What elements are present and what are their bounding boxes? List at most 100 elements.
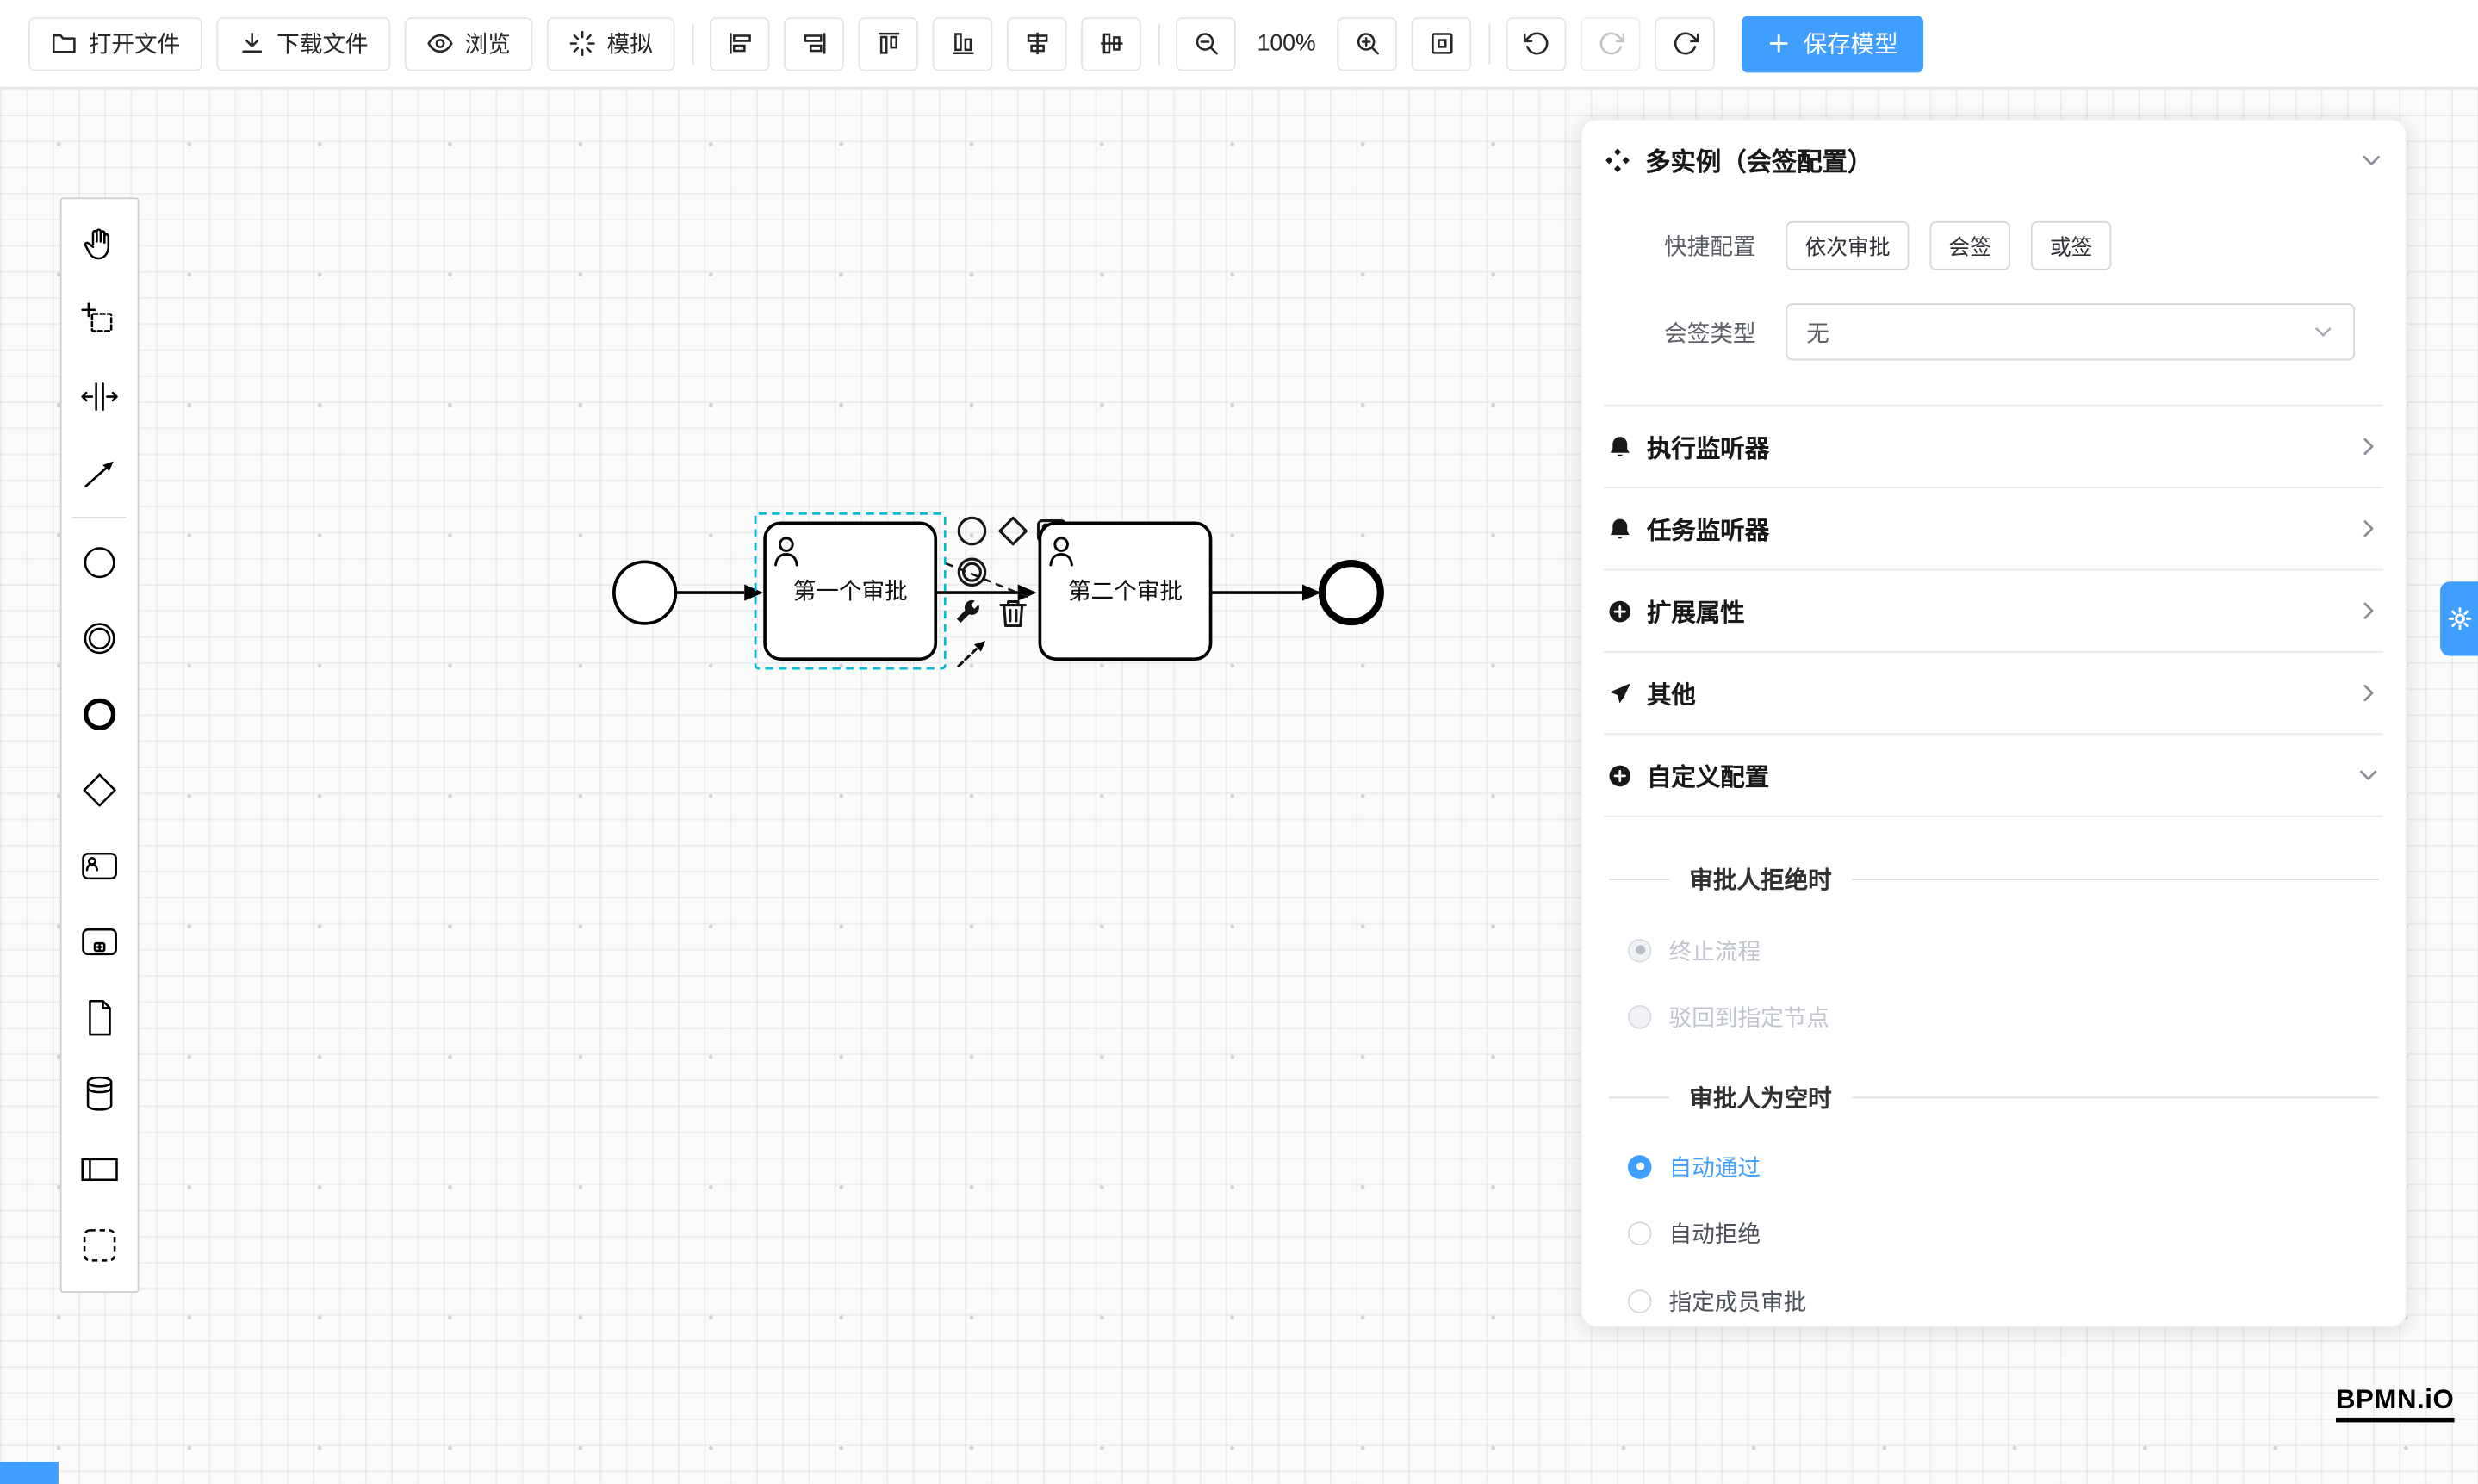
- loader-icon: [569, 30, 595, 56]
- radio-dot: [1627, 1154, 1652, 1178]
- align-left-button[interactable]: [709, 16, 770, 71]
- change-type-button[interactable]: [956, 599, 979, 624]
- save-model-button[interactable]: 保存模型: [1742, 15, 1924, 72]
- delete-button[interactable]: [999, 599, 1027, 627]
- user-icon: [1049, 537, 1073, 567]
- align-right-icon: [803, 33, 825, 54]
- user-task-icon: [82, 852, 117, 880]
- start-event-icon: [84, 547, 115, 579]
- palette-global-connect-tool[interactable]: [65, 435, 134, 511]
- section-execution-listener[interactable]: 执行监听器: [1604, 407, 2384, 488]
- palette-group[interactable]: [65, 1208, 134, 1283]
- section-title: 任务监听器: [1646, 517, 1770, 545]
- palette-space-tool[interactable]: [65, 359, 134, 435]
- divider-label: 审批人拒绝时: [1689, 866, 1832, 894]
- section-task-listener[interactable]: 任务监听器: [1604, 488, 2384, 571]
- append-intermediate-event-button[interactable]: [957, 557, 987, 587]
- open-file-button[interactable]: 打开文件: [28, 16, 202, 71]
- undo-button[interactable]: [1506, 16, 1567, 71]
- radio-assign-member[interactable]: 指定成员审批: [1604, 1283, 2383, 1318]
- bottom-drawer-handle[interactable]: [0, 1462, 59, 1484]
- palette-data-object[interactable]: [65, 980, 134, 1056]
- intermediate-event-icon: [84, 623, 115, 655]
- align-bottom-button[interactable]: [932, 16, 993, 71]
- user-task-second-approval[interactable]: 第二个审批: [1038, 521, 1213, 661]
- chevron-down-icon: [2357, 763, 2381, 787]
- end-event-icon: [83, 698, 116, 730]
- palette-start-event[interactable]: [65, 525, 134, 600]
- radio-rollback-to-node[interactable]: 驳回到指定节点: [1604, 999, 2383, 1034]
- countersign-button[interactable]: 会签: [1929, 220, 2010, 270]
- refresh-button[interactable]: [1655, 16, 1715, 71]
- download-file-label: 下载文件: [276, 33, 369, 59]
- palette-end-event[interactable]: [65, 676, 134, 752]
- palette-gateway[interactable]: [65, 752, 134, 828]
- sign-type-select[interactable]: 无: [1786, 303, 2356, 361]
- simulate-button[interactable]: 模拟: [546, 16, 675, 71]
- panel-sections: 执行监听器 任务监听器 扩展属性 其他 自定义配置: [1604, 404, 2384, 817]
- user-task-first-approval[interactable]: 第一个审批: [763, 521, 938, 661]
- user-icon: [774, 537, 798, 567]
- radio-terminate-process[interactable]: 终止流程: [1604, 933, 2383, 967]
- subprocess-icon: [82, 928, 117, 956]
- align-right-button[interactable]: [784, 16, 844, 71]
- align-center-horizontal-button[interactable]: [1006, 16, 1067, 71]
- sequence-flow-3[interactable]: [1210, 584, 1321, 601]
- align-bottom-icon: [952, 33, 973, 55]
- hand-icon: [84, 228, 110, 260]
- palette-lasso-tool[interactable]: [65, 283, 134, 358]
- save-model-label: 保存模型: [1803, 31, 1898, 59]
- radio-dot: [1627, 938, 1652, 962]
- section-custom-config[interactable]: 自定义配置: [1604, 735, 2384, 817]
- palette-pool[interactable]: [65, 1132, 134, 1208]
- zoom-out-button[interactable]: [1176, 16, 1236, 71]
- radio-label: 自动拒绝: [1668, 1222, 1761, 1248]
- palette-hand-tool[interactable]: [65, 207, 134, 283]
- open-file-label: 打开文件: [88, 33, 181, 59]
- top-toolbar: 打开文件 下载文件 浏览 模拟: [0, 0, 2478, 89]
- redo-button[interactable]: [1580, 16, 1641, 71]
- section-title: 其他: [1646, 681, 1696, 709]
- fit-viewport-button[interactable]: [1411, 16, 1472, 71]
- sequence-flow-2[interactable]: [935, 584, 1037, 601]
- section-extension-properties[interactable]: 扩展属性: [1604, 570, 2384, 653]
- palette-intermediate-event[interactable]: [65, 600, 134, 676]
- chevron-right-icon: [2357, 435, 2381, 459]
- zoom-in-button[interactable]: [1337, 16, 1398, 71]
- section-title: 执行监听器: [1646, 435, 1770, 463]
- section-multi-instance[interactable]: 多实例（会签配置）: [1604, 120, 2383, 199]
- radio-auto-reject[interactable]: 自动拒绝: [1604, 1215, 2383, 1250]
- toolbar-separator: [1158, 22, 1160, 65]
- panel-toggle-tab[interactable]: [2440, 581, 2478, 656]
- append-end-event-button[interactable]: [957, 516, 987, 546]
- divider-approver-empty: 审批人为空时: [1604, 1079, 2383, 1114]
- radio-auto-pass[interactable]: 自动通过: [1604, 1149, 2383, 1183]
- shape-palette: [59, 197, 140, 1293]
- simulate-label: 模拟: [606, 33, 653, 59]
- task-label: 第二个审批: [1068, 578, 1183, 604]
- preview-button[interactable]: 浏览: [404, 16, 533, 71]
- sequence-flow-1[interactable]: [675, 584, 764, 601]
- sequential-approve-button[interactable]: 依次审批: [1786, 220, 1910, 270]
- palette-user-task[interactable]: [65, 828, 134, 903]
- pool-icon: [81, 1158, 118, 1182]
- palette-data-store[interactable]: [65, 1056, 134, 1132]
- start-event[interactable]: [612, 560, 678, 625]
- section-other[interactable]: 其他: [1604, 653, 2384, 736]
- bpmn-io-logo[interactable]: BPMN.iO: [2335, 1384, 2455, 1423]
- preview-label: 浏览: [464, 33, 511, 59]
- connect-button[interactable]: [957, 641, 986, 667]
- data-store-icon: [86, 1076, 113, 1111]
- task-label: 第一个审批: [793, 578, 908, 604]
- append-gateway-button[interactable]: [998, 516, 1028, 546]
- sign-type-label: 会签类型: [1664, 321, 1756, 347]
- align-top-button[interactable]: [858, 16, 919, 71]
- divider-label: 审批人为空时: [1689, 1084, 1832, 1112]
- or-sign-button[interactable]: 或签: [2030, 220, 2112, 270]
- align-middle-vertical-button[interactable]: [1081, 16, 1141, 71]
- download-file-button[interactable]: 下载文件: [216, 16, 391, 71]
- end-event[interactable]: [1318, 560, 1384, 626]
- palette-subprocess[interactable]: [65, 904, 134, 980]
